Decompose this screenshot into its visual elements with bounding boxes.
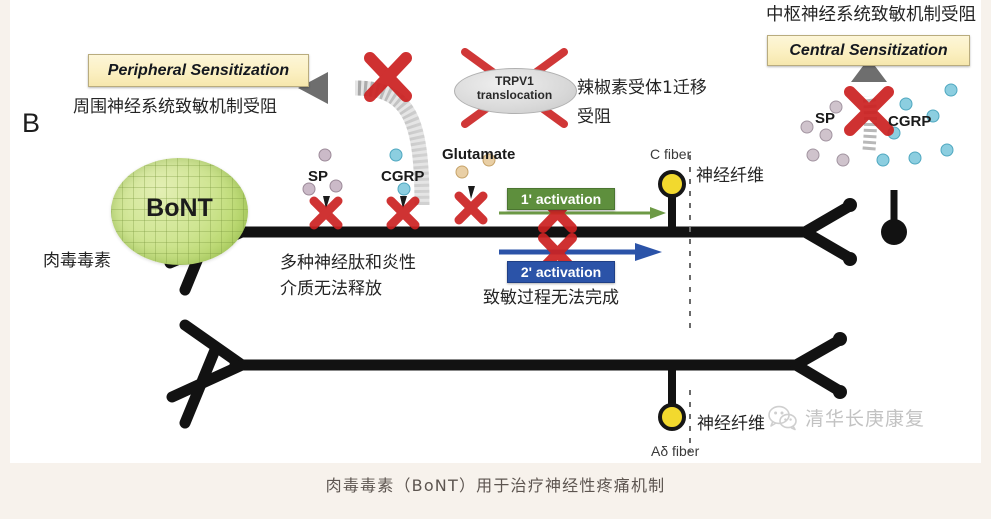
central-sp-label: SP [815,110,836,127]
central-sensitization-box: Central Sensitization [767,35,970,66]
figure-caption: 肉毒毒素（BoNT）用于治疗神经性疼痛机制 [325,476,666,495]
secondary-activation-bar: 2' activation [507,261,615,283]
ad-fiber-label: Aδ fiber [651,443,700,459]
central-sensitization-caption-cn: 中枢神经系统致敏机制受阻 [766,5,976,25]
block-x-glutamate [454,191,488,225]
terminal-bulb [843,198,857,212]
terminal-bulb [833,332,847,346]
central-sp-particles [800,100,850,167]
block-x-peripheral [364,52,412,102]
watermark: 清华长庚康复 [768,404,925,431]
trpv1-caption-cn: 辣椒素受体1迁移 受阻 [577,78,707,127]
bont-label: BoNT [146,194,213,222]
release-arrows [323,186,475,209]
central-cgrp-label: CGRP [888,113,932,130]
trpv1-line1: TRPV1 [495,74,534,88]
wechat-icon [768,405,797,430]
figure-panel: B Peripheral Sensitization 周围神经系统致敏机制受阻 … [10,0,981,463]
release-blocked-caption-cn: 多种神经肽和炎性 介质无法释放 [280,253,416,299]
primary-activation-bar: 1' activation [507,188,615,210]
c-fiber-caption-cn: 神经纤维 [696,166,764,186]
cgrp-label: CGRP [381,168,425,185]
sp-particles [302,148,343,196]
c-fiber-node [658,170,686,198]
terminal-bulb [843,252,857,266]
trpv1-line2: translocation [476,88,553,102]
c-fiber-label: C fiber [650,146,692,162]
block-x-central [844,86,894,136]
cgrp-particles [389,148,411,196]
peripheral-sensitization-caption-cn: 周围神经系统致敏机制受阻 [73,97,277,117]
bont-caption-cn: 肉毒毒素 [43,251,111,271]
block-x-cgrp [386,196,420,230]
trpv1-translocation-label: TRPV1 translocation [454,74,575,102]
lower-neuron [166,319,844,429]
trpv1-translocation-oval [454,68,577,114]
block-x-sp [309,196,343,230]
neuron-diagram-svg [164,48,958,452]
ad-fiber-node [658,403,686,431]
right-neuron-soma [881,219,907,245]
panel-label: B [22,108,41,138]
watermark-text: 清华长庚康复 [805,408,926,430]
glutamate-particles [455,153,496,179]
peripheral-sensitization-box: Peripheral Sensitization [88,54,309,87]
terminal-bulb [833,385,847,399]
sensitization-blocked-caption-cn: 致敏过程无法完成 [483,288,619,308]
bont-cell-body [111,158,248,265]
glutamate-label: Glutamate [442,146,516,163]
sp-label: SP [308,168,329,185]
ad-fiber-caption-cn: 神经纤维 [697,414,765,434]
